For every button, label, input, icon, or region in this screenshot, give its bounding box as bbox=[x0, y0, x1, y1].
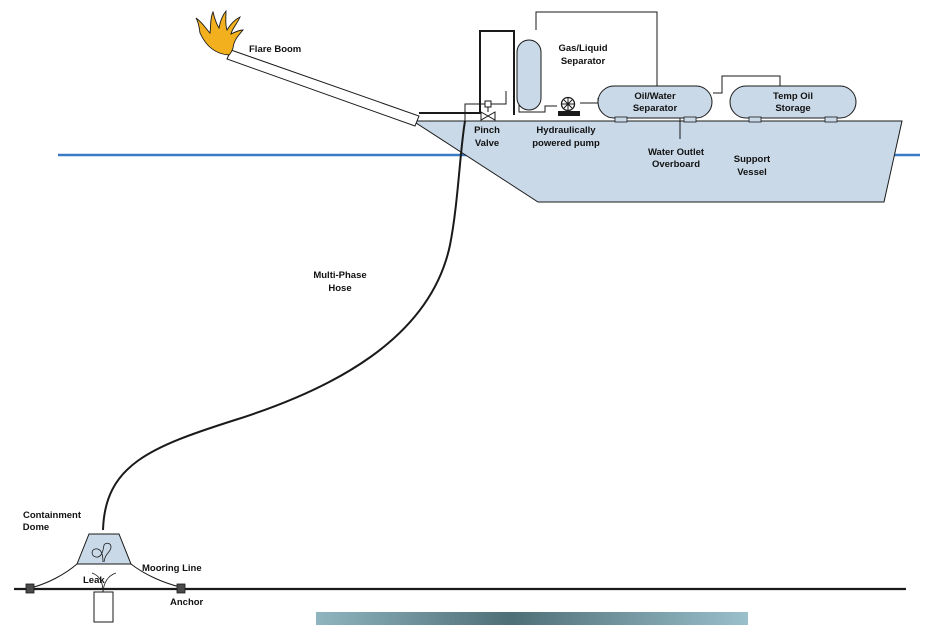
label-mooring-line: Mooring Line bbox=[142, 563, 202, 574]
label-containment-dome-line2: Dome bbox=[23, 522, 49, 533]
multi-phase-hose bbox=[102, 120, 466, 531]
leak-plume-icon bbox=[91, 542, 112, 563]
label-pinch-valve-line2: Valve bbox=[475, 138, 499, 149]
label-anchor: Anchor bbox=[170, 597, 204, 608]
mooring-lines bbox=[33, 563, 181, 588]
flare-boom bbox=[226, 49, 420, 127]
decorative-bottom-bar bbox=[316, 612, 748, 625]
label-oil-water-separator-line1: Oil/Water bbox=[634, 91, 676, 102]
label-water-outlet-line1: Water Outlet bbox=[648, 147, 705, 158]
label-hose-line1: Multi-Phase bbox=[313, 270, 366, 281]
label-pump-line2: powered pump bbox=[532, 138, 600, 149]
wellhead-pipe bbox=[93, 591, 114, 623]
label-pump-line1: Hydraulically bbox=[536, 125, 596, 136]
label-oil-water-separator-line2: Separator bbox=[633, 103, 678, 114]
containment-dome bbox=[76, 533, 132, 565]
label-containment-dome-line1: Containment bbox=[23, 510, 82, 521]
oil-water-separator bbox=[597, 85, 713, 123]
label-flare-boom: Flare Boom bbox=[249, 44, 301, 55]
label-gas-liquid-separator-line2: Separator bbox=[561, 56, 606, 67]
anchor-right bbox=[176, 583, 186, 594]
label-pinch-valve-line1: Pinch bbox=[474, 125, 500, 136]
pump-icon bbox=[558, 96, 580, 116]
support-vessel-hull bbox=[411, 120, 903, 203]
temp-oil-storage-tank bbox=[729, 85, 857, 123]
deck-piping bbox=[419, 11, 781, 139]
flame-icon bbox=[195, 9, 244, 56]
label-support-vessel-line1: Support bbox=[734, 154, 771, 165]
leak-plume-lower bbox=[91, 572, 117, 593]
label-leak: Leak bbox=[83, 575, 105, 586]
label-hose-line2: Hose bbox=[328, 283, 351, 294]
anchor-left bbox=[25, 583, 35, 594]
label-temp-oil-storage-line2: Storage bbox=[775, 103, 810, 114]
label-temp-oil-storage-line1: Temp Oil bbox=[773, 91, 813, 102]
label-gas-liquid-separator-line1: Gas/Liquid bbox=[558, 43, 607, 54]
gas-liquid-separator bbox=[516, 39, 542, 111]
label-support-vessel-line2: Vessel bbox=[737, 167, 767, 178]
label-water-outlet-line2: Overboard bbox=[652, 159, 700, 170]
valve-icon bbox=[480, 100, 496, 121]
